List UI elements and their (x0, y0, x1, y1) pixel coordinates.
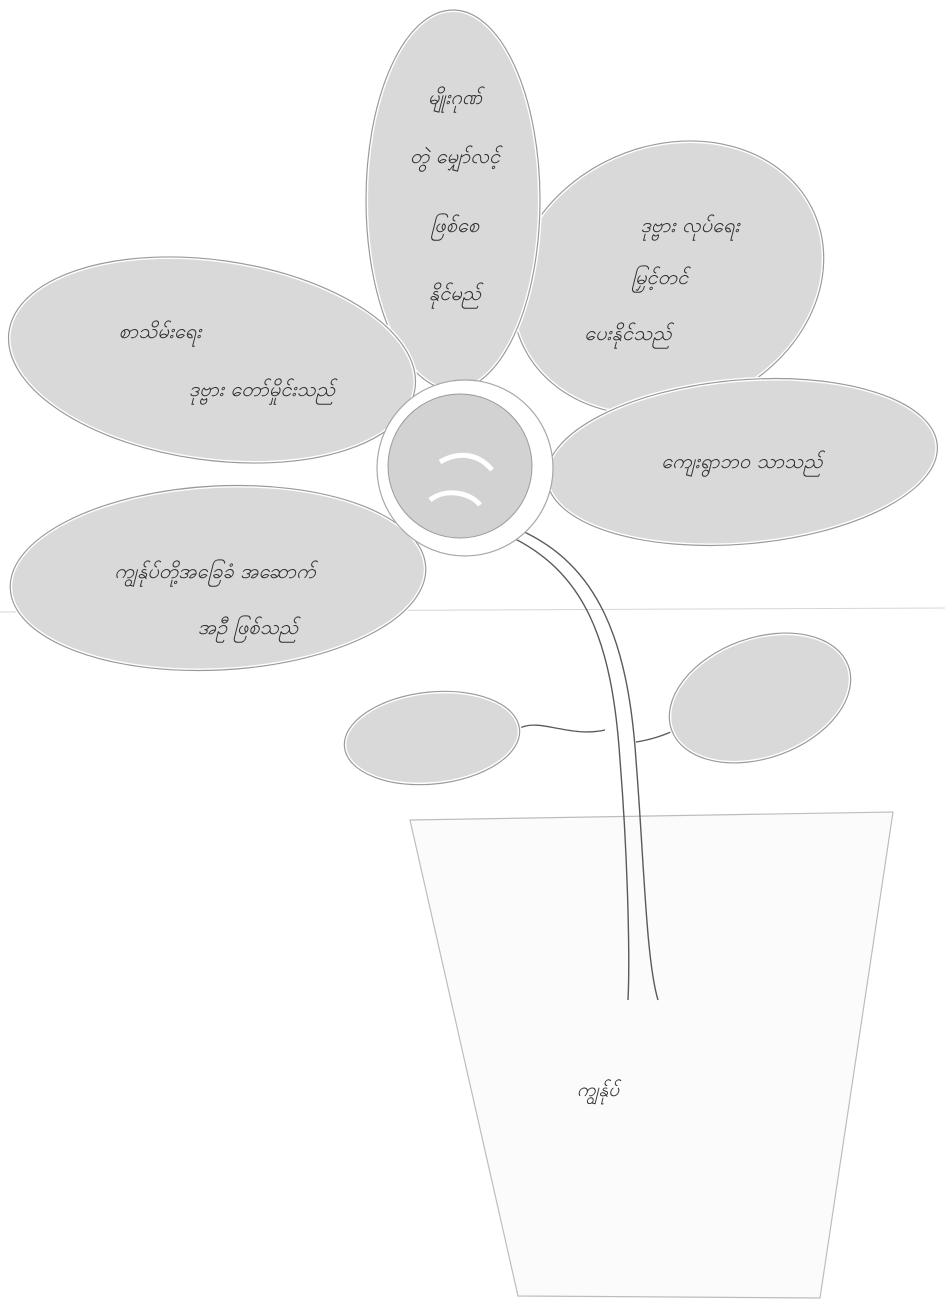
petal-upper-right-line-3: ပေးနိုင်သည် (584, 321, 674, 349)
leaf-stalk-left (520, 725, 605, 732)
petal-lower-left-line-2: အဦ ဖြစ်သည် (198, 615, 301, 643)
petal-top-line-1: မျိုးဂုဏ် (428, 85, 485, 113)
petal-top-line-3: ဖြစ်စေ (431, 213, 480, 241)
leaf-right (651, 609, 869, 786)
petal-upper-right-line-1: ဒုဗ္ဗား လုပ်ရေး (640, 213, 741, 241)
petal-top-line-4: နိုင်မည် (429, 281, 484, 309)
petal-right-line-1: ကျေးရွာဘဝ သာသည် (661, 449, 825, 477)
leaf-left (340, 683, 525, 793)
petal-top-line-2: တွဲ မျှော်လင့် (410, 144, 503, 172)
flower-center (377, 380, 553, 556)
petal-left-line-2: ဒုဗ္ဗား တော်မှိုင်းသည် (189, 377, 338, 405)
petal-lower-left-line-1: ကျွန်ုပ်တို့အခြေခံ အဆောက် (114, 559, 318, 587)
petal-right-text: ကျေးရွာဘဝ သာသည် (661, 449, 825, 477)
petal-left-line-1: စာသိမ်းရေး (119, 319, 204, 347)
petal-upper-right-line-2: မြှင့်တင် (632, 265, 692, 293)
flower-pot (410, 812, 893, 1298)
leaf-stalk-right (636, 730, 675, 742)
petal-left (0, 232, 429, 487)
